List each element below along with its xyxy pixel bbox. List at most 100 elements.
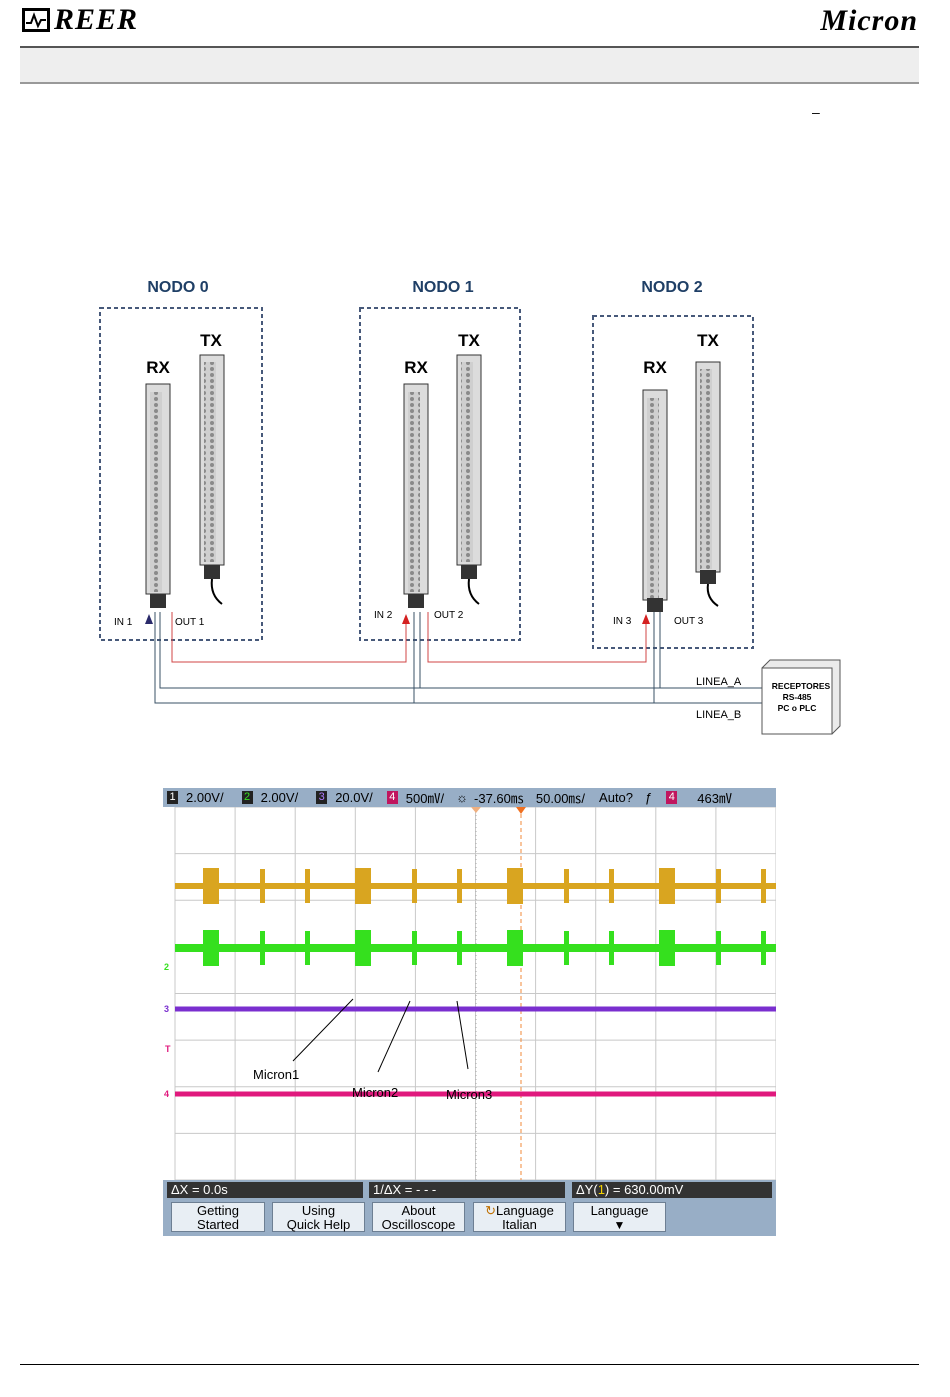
down-arrow-icon: ▼ xyxy=(613,1218,626,1232)
micron-logo: Micron xyxy=(820,4,918,37)
trace-pulse xyxy=(412,869,417,903)
ch1-trace xyxy=(175,868,776,904)
node2-box xyxy=(592,315,754,649)
ch2-trace xyxy=(175,930,776,966)
softkey-getting-started-line2: Started xyxy=(197,1217,239,1232)
inverse-delta-x-readout: 1/ΔX = - - - xyxy=(369,1182,565,1198)
node0-title: NODO 0 xyxy=(147,279,208,296)
node0-box xyxy=(99,307,263,641)
trace-pulse xyxy=(659,868,675,904)
node1-out-label: OUT 2 xyxy=(434,610,464,621)
delay-icon: ☼ xyxy=(456,790,469,805)
node2-tx-label: TX xyxy=(697,331,719,350)
scope-measurement-bar: ΔX = 0.0s 1/ΔX = - - - ΔY(1) = 630.00mV xyxy=(163,1180,776,1200)
header-band xyxy=(20,48,919,84)
trace-pulse xyxy=(659,930,675,966)
receiver-box: RECEPTORES RS-485 PC o PLC xyxy=(761,659,841,735)
timebase-value: 50.00㎳/ xyxy=(535,791,586,806)
softkey-quick-help-line1: Using xyxy=(301,1203,336,1218)
scope-waveform-area: 2 3 T 4 Micron1 Micron2 Micron3 xyxy=(163,807,776,1180)
trace-pulse xyxy=(507,868,523,904)
node2-in-label: IN 3 xyxy=(613,616,632,627)
trace-pulse xyxy=(716,869,721,903)
rotate-knob-icon: ↻ xyxy=(485,1203,497,1218)
node2-out-label: OUT 3 xyxy=(674,616,704,627)
node2-rx-label: RX xyxy=(643,358,667,377)
ch4-badge: 4 xyxy=(386,791,398,804)
trace-pulse xyxy=(305,931,310,965)
trace-pulse xyxy=(260,869,265,903)
trigger-edge-icon: ƒ xyxy=(645,790,653,805)
delay-value: -37.60㎳ xyxy=(474,791,524,806)
trace-pulse xyxy=(716,931,721,965)
node1-in-arrow-icon xyxy=(402,614,410,624)
softkey-using-quick-help[interactable]: Using Quick Help xyxy=(272,1202,365,1232)
trigger-mode: Auto? xyxy=(599,790,634,805)
annotation-micron1: Micron1 xyxy=(253,1067,299,1082)
node0-out-label: OUT 1 xyxy=(175,617,205,628)
trace-baseline xyxy=(175,944,776,952)
node1-title: NODO 1 xyxy=(412,279,473,296)
softkey-about-oscilloscope[interactable]: About Oscilloscope xyxy=(372,1202,465,1232)
header-rule xyxy=(20,46,919,48)
node1-box xyxy=(359,307,521,641)
node0-tx-label: TX xyxy=(200,331,222,350)
node1-rx-label: RX xyxy=(404,358,428,377)
trace-pulse xyxy=(564,931,569,965)
trigger-level: 463㎷ xyxy=(697,791,732,806)
node1-tx-label: TX xyxy=(458,331,480,350)
trace-pulse xyxy=(457,869,462,903)
trace-pulse xyxy=(260,931,265,965)
trace-pulse xyxy=(457,931,462,965)
node1-in-label: IN 2 xyxy=(374,610,393,621)
linea-b-label: LINEA_B xyxy=(696,709,741,721)
node2-tx-barrier xyxy=(695,361,721,607)
softkey-language-menu-line1: Language xyxy=(590,1203,649,1218)
softkey-language-menu[interactable]: Language ▼ xyxy=(573,1202,666,1232)
softkey-getting-started[interactable]: Getting Started xyxy=(171,1202,265,1232)
softkey-language-italian[interactable]: ↻Language Italian xyxy=(473,1202,566,1232)
trace-pulse xyxy=(412,931,417,965)
receiver-line1: RECEPTORES xyxy=(772,681,831,691)
trace-pulse xyxy=(355,930,371,966)
rs485-bus xyxy=(154,612,762,704)
node2-rx-barrier xyxy=(642,389,668,612)
ch2-marker: 2 xyxy=(164,962,169,972)
node1-rx-barrier xyxy=(403,383,429,608)
delta-y-prefix: ΔY( xyxy=(576,1182,598,1197)
softkey-getting-started-line1: Getting xyxy=(197,1203,239,1218)
trigger-level-marker: T xyxy=(165,1044,171,1054)
ch3-scale: 20.0V/ xyxy=(335,790,373,805)
delta-y-channel: 1 xyxy=(597,1182,605,1197)
ch2-scale: 2.00V/ xyxy=(260,790,299,805)
trace-baseline xyxy=(175,883,776,889)
node0-in-arrow-icon xyxy=(145,614,153,624)
trace-pulse xyxy=(305,869,310,903)
ch4-marker: 4 xyxy=(164,1089,169,1099)
node1-tx-barrier xyxy=(456,354,482,605)
trace-pulse xyxy=(609,869,614,903)
linea-a-label: LINEA_A xyxy=(696,676,742,688)
sync-wiring xyxy=(171,612,647,663)
annotation-micron2: Micron2 xyxy=(352,1085,398,1100)
reer-logo: REER xyxy=(22,0,138,40)
node0-rx-label: RX xyxy=(146,358,170,377)
ch1-scale: 2.00V/ xyxy=(186,790,224,805)
rs485-network-diagram: NODO 0 NODO 1 NODO 2 RX TX IN 1 OUT 1 RX… xyxy=(99,279,841,735)
trace-pulse xyxy=(203,868,219,904)
node2-title: NODO 2 xyxy=(641,279,702,296)
ch1-badge: 1 xyxy=(167,791,178,804)
softkey-about-line1: About xyxy=(401,1203,436,1218)
page-mark: – xyxy=(812,104,820,120)
reer-logo-mark-icon xyxy=(22,8,50,32)
receiver-line3: PC o PLC xyxy=(778,703,817,713)
softkey-language-line1: Language xyxy=(496,1203,554,1218)
footer-rule xyxy=(20,1364,919,1365)
node0-rx-barrier xyxy=(145,383,171,608)
trace-pulse xyxy=(761,931,766,965)
softkey-language-line2: Italian xyxy=(502,1217,537,1232)
ch3-marker: 3 xyxy=(164,1004,169,1014)
scope-grid xyxy=(174,807,776,1180)
